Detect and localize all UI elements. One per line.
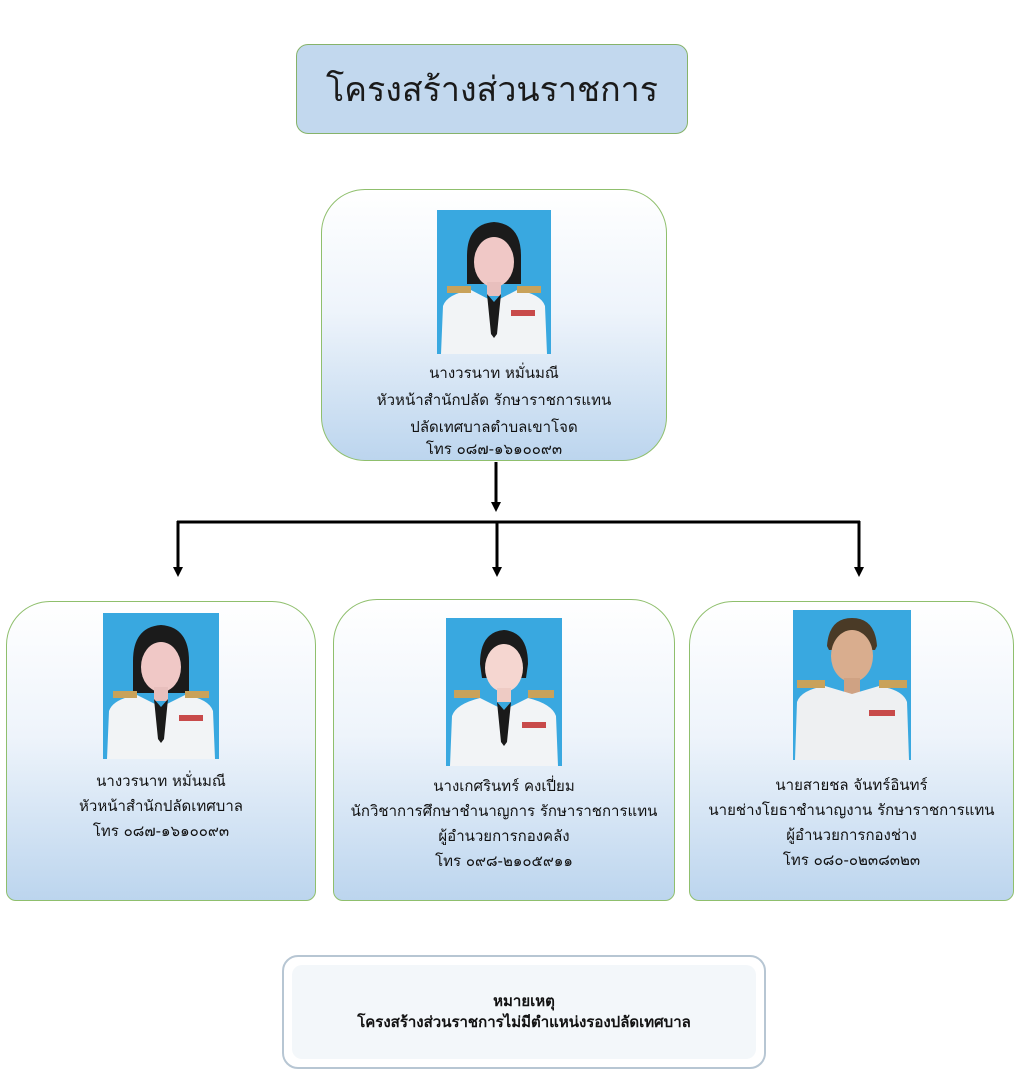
person-position-2: ปลัดเทศบาลตำบลเขาโจด (410, 418, 578, 436)
note-content: หมายเหตุ โครงสร้างส่วนราชการไม่มีตำแหน่ง… (292, 965, 756, 1059)
card-text: นายสายชล จันทร์อินทร์ นายช่างโยธาชำนาญงา… (690, 773, 1013, 873)
card-text: นางเกศรินทร์ คงเปี่ยม นักวิชาการศึกษาชำน… (334, 774, 674, 874)
person-position: นักวิชาการศึกษาชำนาญการ รักษาราชการแทน (350, 802, 658, 820)
portrait-photo (792, 610, 911, 760)
person-position: หัวหน้าสำนักปลัดเทศบาล (79, 797, 243, 815)
org-card-2: นางเกศรินทร์ คงเปี่ยม นักวิชาการศึกษาชำน… (333, 599, 675, 901)
person-position-2: ผู้อำนวยการกองช่าง (786, 826, 917, 844)
person-position-2: ผู้อำนวยการกองคลัง (438, 827, 570, 845)
person-tel: โทร ๐๘๗-๑๖๑๐๐๙๓ (425, 440, 563, 458)
top-card-text: นางวรนาท หมั่นมณี หัวหน้าสำนักปลัด รักษา… (322, 360, 666, 457)
note-heading: หมายเหตุ (493, 992, 555, 1010)
page-title-box: โครงสร้างส่วนราชการ (296, 44, 688, 134)
org-card-top: นางวรนาท หมั่นมณี หัวหน้าสำนักปลัด รักษา… (321, 189, 667, 461)
person-name: นางเกศรินทร์ คงเปี่ยม (433, 777, 575, 795)
note-box: หมายเหตุ โครงสร้างส่วนราชการไม่มีตำแหน่ง… (282, 955, 766, 1069)
portrait-photo (437, 210, 551, 354)
portrait-photo (446, 618, 562, 766)
portrait-photo (103, 613, 219, 759)
org-card-3: นายสายชล จันทร์อินทร์ นายช่างโยธาชำนาญงา… (689, 601, 1014, 901)
org-card-1: นางวรนาท หมั่นมณี หัวหน้าสำนักปลัดเทศบาล… (6, 601, 316, 901)
person-name: นายสายชล จันทร์อินทร์ (775, 776, 928, 794)
person-position: นายช่างโยธาชำนาญงาน รักษาราชการแทน (708, 801, 995, 819)
person-tel: โทร ๐๘๗-๑๖๑๐๐๙๓ (92, 822, 230, 840)
person-position: หัวหน้าสำนักปลัด รักษาราชการแทน (376, 391, 612, 409)
note-text: โครงสร้างส่วนราชการไม่มีตำแหน่งรองปลัดเท… (357, 1013, 691, 1031)
person-tel: โทร ๐๙๘-๒๑๐๕๙๑๑ (435, 852, 573, 870)
card-text: นางวรนาท หมั่นมณี หัวหน้าสำนักปลัดเทศบาล… (7, 769, 315, 844)
person-name: นางวรนาท หมั่นมณี (429, 364, 559, 382)
page-title: โครงสร้างส่วนราชการ (325, 70, 659, 110)
person-tel: โทร ๐๘๐-๐๒๓๘๓๒๓ (782, 851, 921, 869)
person-name: นางวรนาท หมั่นมณี (96, 772, 226, 790)
